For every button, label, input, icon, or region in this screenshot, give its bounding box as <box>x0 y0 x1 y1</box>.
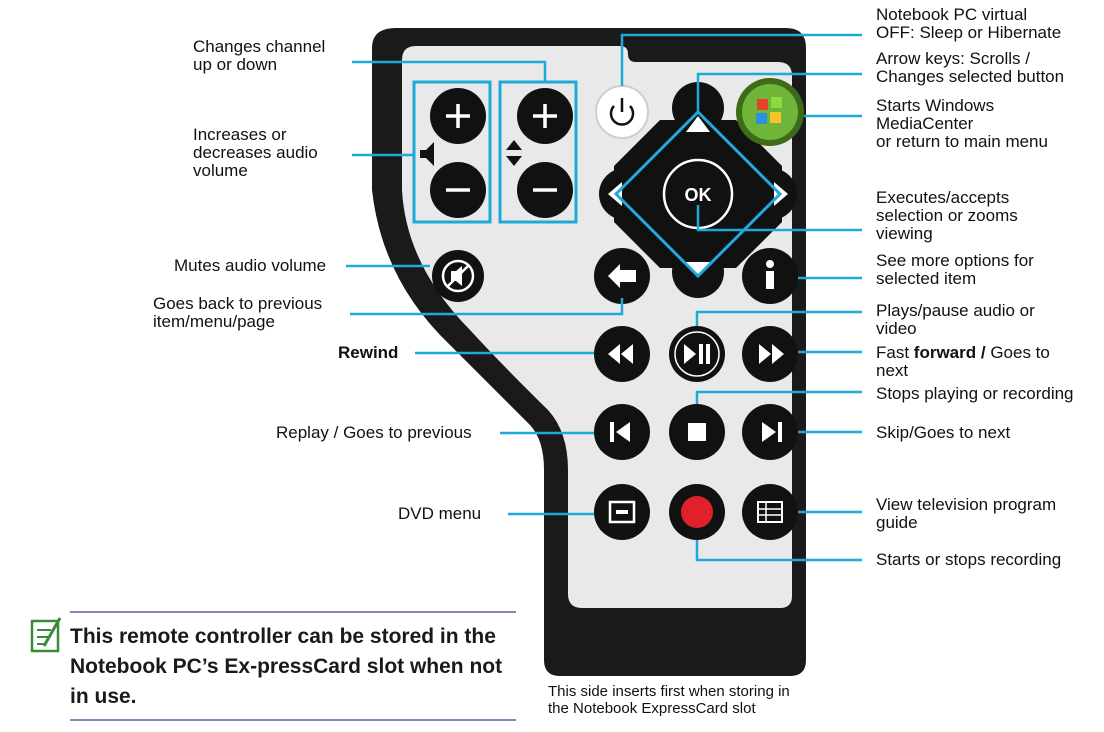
mute-button[interactable] <box>432 250 484 302</box>
label-ff-c: Goes to <box>985 343 1050 362</box>
callout-lines <box>346 33 862 562</box>
label-volume: Increases or decreases audio volume <box>193 126 318 180</box>
label-guide-line1: View television program <box>876 495 1057 514</box>
insert-caption-line1: This side inserts first when storing in <box>548 683 790 700</box>
label-volume-line1: Increases or <box>193 125 287 144</box>
ok-button[interactable]: OK <box>662 158 734 230</box>
label-channel: Changes channel up or down <box>193 38 325 74</box>
note-icon <box>30 617 62 653</box>
label-power: Notebook PC virtual OFF: Sleep or Hibern… <box>876 6 1061 42</box>
label-channel-line2: up or down <box>193 55 278 74</box>
label-windows: Starts Windows MediaCenter or return to … <box>876 97 1048 151</box>
label-ok-line3: viewing <box>876 224 933 243</box>
label-play: Plays/pause audio or video <box>876 302 1035 338</box>
arrow-keys-outline <box>613 109 783 279</box>
label-windows-line3: or return to main menu <box>876 132 1048 151</box>
label-ff-a: Fast <box>876 343 914 362</box>
label-record: Starts or stops recording <box>876 550 1062 569</box>
label-windows-line2: MediaCenter <box>876 114 974 133</box>
label-power-line2: OFF: Sleep or Hibernate <box>876 23 1062 42</box>
volume-box <box>412 80 492 224</box>
label-back: Goes back to previous item/menu/page <box>153 295 322 331</box>
dvd-menu-button[interactable] <box>594 484 650 540</box>
label-ff-d: next <box>876 361 909 380</box>
windows-logo-red <box>757 99 768 110</box>
volume-down-button[interactable] <box>430 162 486 218</box>
label-back-line2: item/menu/page <box>153 312 275 331</box>
back-button[interactable] <box>594 248 650 304</box>
label-windows-line1: Starts Windows <box>876 96 995 115</box>
fast-forward-button[interactable] <box>742 326 798 382</box>
label-info-line2: selected item <box>876 269 977 288</box>
power-button[interactable] <box>595 85 649 139</box>
windows-logo-yellow <box>770 112 781 123</box>
label-fastforward: Fast forward / Goes to next <box>876 344 1050 380</box>
windows-logo-green <box>771 97 782 108</box>
label-guide-line2: guide <box>876 513 918 532</box>
volume-up-button[interactable] <box>430 88 486 144</box>
insert-caption: This side inserts first when storing in … <box>548 683 790 717</box>
channel-box <box>498 80 578 224</box>
label-arrows-line1: Arrow keys: Scrolls / <box>876 49 1030 68</box>
storage-note: This remote controller can be stored in … <box>70 625 503 708</box>
label-ff-b: forward / <box>913 343 986 362</box>
guide-button[interactable] <box>742 484 798 540</box>
record-button[interactable] <box>669 484 725 540</box>
label-power-line1: Notebook PC virtual <box>876 5 1028 24</box>
label-dvd: DVD menu <box>398 504 482 523</box>
label-info: See more options for selected item <box>876 252 1034 288</box>
label-back-line1: Goes back to previous <box>153 294 323 313</box>
label-ok-line1: Executes/accepts <box>876 188 1010 207</box>
label-channel-line1: Changes channel <box>193 37 326 56</box>
label-volume-line3: volume <box>193 161 248 180</box>
insert-caption-line2: the Notebook ExpressCard slot <box>548 700 756 717</box>
label-stop: Stops playing or recording <box>876 384 1074 403</box>
label-info-line1: See more options for <box>876 251 1034 270</box>
label-ok: Executes/accepts selection or zooms view… <box>876 189 1018 243</box>
play-pause-button[interactable] <box>669 326 725 382</box>
skip-button[interactable] <box>742 404 798 460</box>
windows-mediacenter-button[interactable] <box>736 78 804 146</box>
label-rewind: Rewind <box>338 343 399 362</box>
info-button[interactable] <box>742 248 798 304</box>
updown-arrow-icon <box>506 140 522 166</box>
channel-down-button[interactable] <box>517 162 573 218</box>
label-volume-line2: decreases audio <box>193 143 318 162</box>
label-mute: Mutes audio volume <box>174 256 327 275</box>
label-arrows-line2: Changes selected button <box>876 67 1065 86</box>
speaker-icon <box>420 142 434 166</box>
rewind-button[interactable] <box>594 326 650 382</box>
label-ok-line2: selection or zooms <box>876 206 1018 225</box>
windows-logo-blue <box>756 113 767 124</box>
replay-button[interactable] <box>594 404 650 460</box>
stop-button[interactable] <box>669 404 725 460</box>
label-guide: View television program guide <box>876 496 1056 532</box>
label-play-line2: video <box>876 319 917 338</box>
label-skip: Skip/Goes to next <box>876 423 1011 442</box>
label-play-line1: Plays/pause audio or <box>876 301 1035 320</box>
arrow-down-icon[interactable] <box>686 262 710 278</box>
ok-label: OK <box>685 185 712 205</box>
channel-up-button[interactable] <box>517 88 573 144</box>
label-arrows: Arrow keys: Scrolls / Changes selected b… <box>876 50 1064 86</box>
arrow-up-icon[interactable] <box>686 116 710 132</box>
label-replay: Replay / Goes to previous <box>276 423 472 442</box>
